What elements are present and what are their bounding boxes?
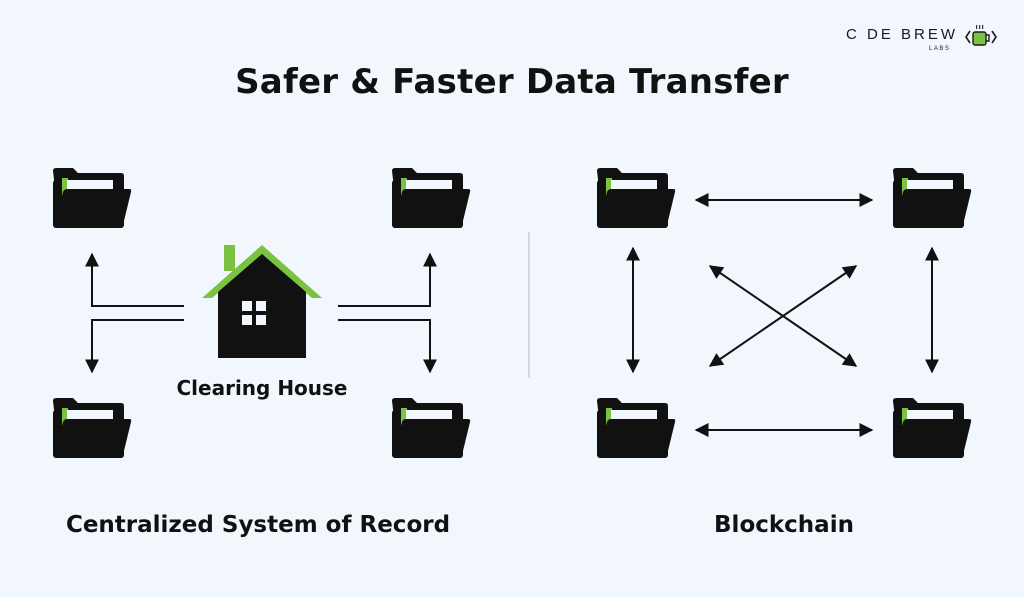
folder-icon	[392, 398, 471, 458]
arrow-icon	[338, 252, 437, 307]
hub-connectors	[85, 252, 437, 374]
folder-icon	[893, 398, 972, 458]
coffee-mug-icon	[965, 24, 997, 46]
page-title: Safer & Faster Data Transfer	[235, 62, 789, 102]
centralized-caption: Centralized System of Record	[65, 512, 451, 538]
house-icon	[202, 245, 322, 358]
brand-logo: C DE BREW LABS	[846, 20, 1006, 60]
folder-icon	[53, 168, 132, 228]
arrow-icon	[85, 319, 184, 374]
peer-connectors	[626, 193, 939, 437]
blockchain-caption: Blockchain	[714, 512, 854, 538]
folder-icon	[893, 168, 972, 228]
logo-subtitle: LABS	[929, 46, 951, 52]
arrow-icon	[85, 252, 184, 307]
arrow-icon	[338, 319, 437, 374]
arrow-icon	[708, 265, 858, 367]
folder-icon	[597, 168, 676, 228]
folder-icon	[392, 168, 471, 228]
folder-icon	[53, 398, 132, 458]
hub-label: Clearing House	[176, 376, 348, 400]
folder-icon	[597, 398, 676, 458]
logo-wordmark: C DE BREW	[846, 26, 959, 43]
